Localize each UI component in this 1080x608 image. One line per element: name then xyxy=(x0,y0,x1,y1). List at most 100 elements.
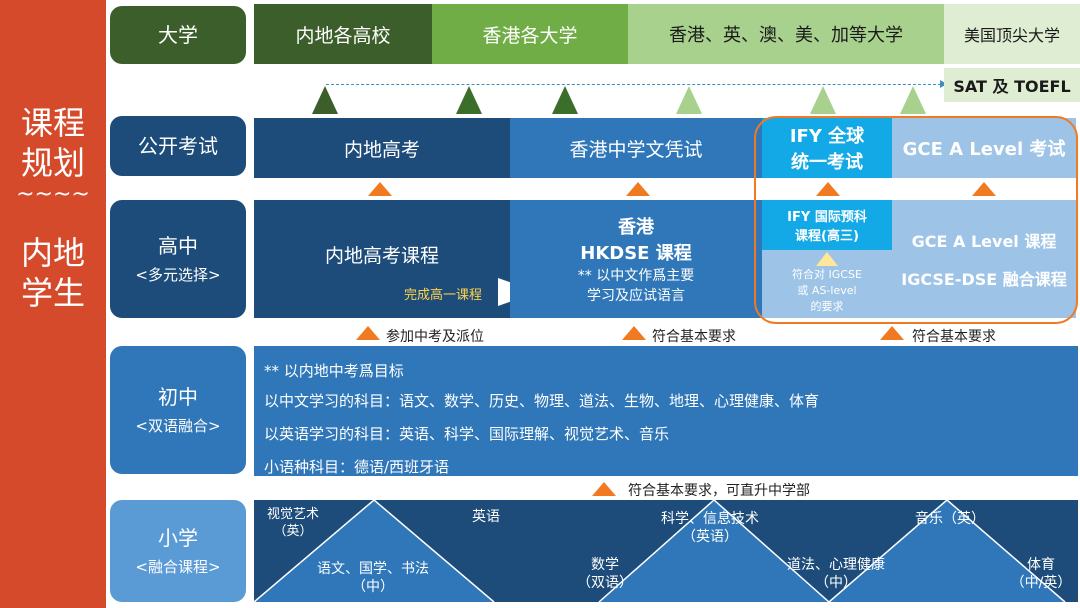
level-middle-sub: <双语融合> xyxy=(135,417,221,435)
primary-ethics-lang: （中） xyxy=(815,575,857,591)
middle-line-3: 以英语学习的科目：英语、科学、国际理解、视觉艺术、音乐 xyxy=(264,425,670,443)
triangle-up-icon xyxy=(626,182,650,196)
sidebar-title-line2: 规划 xyxy=(20,144,85,182)
primary-chinese-name: 语文、国学、书法 xyxy=(317,561,429,577)
triangle-up-icon xyxy=(592,482,616,496)
primary-subjects-diagram xyxy=(254,500,1078,602)
high-alevel-label: GCE A Level 课程 xyxy=(911,232,1057,251)
primary-pe: 体育 （中/英） xyxy=(1004,556,1078,592)
primary-math: 数学 （双语） xyxy=(575,556,635,592)
level-primary-label: 小学 xyxy=(158,526,198,550)
primary-top-triangle-4 xyxy=(947,500,1078,602)
dashed-connector xyxy=(326,84,946,85)
primary-english: 英语 xyxy=(472,509,500,525)
primary-triangle-edges xyxy=(254,500,1066,602)
primary-pe-lang: （中/英） xyxy=(1010,575,1072,591)
exam-ify-line2: 统一考试 xyxy=(791,152,863,173)
sidebar-title-line1: 课程 xyxy=(20,104,85,142)
primary-music: 音乐（英） xyxy=(915,511,985,527)
triangle-up-icon xyxy=(816,252,838,266)
primary-pe-name: 体育 xyxy=(1027,557,1055,573)
primary-bottom-triangle-3 xyxy=(829,500,1065,602)
level-middle-label: 初中 xyxy=(158,385,198,409)
exam-ify-line1: IFY 全球 xyxy=(789,126,865,147)
requirement-2: 符合基本要求 xyxy=(652,329,736,345)
requirement-1: 参加中考及派位 xyxy=(386,329,484,345)
primary-ethics-name: 道法、心理健康 xyxy=(787,557,885,573)
high-hk-line4: 学习及应试语言 xyxy=(587,288,685,304)
primary-bottom-triangle-2 xyxy=(599,500,829,602)
high-mainland-course: 内地高考课程 xyxy=(254,200,510,318)
middle-school-panel: ** 以内地中考爲目标 以中文学习的科目：语文、数学、历史、物理、道法、生物、地… xyxy=(254,346,1078,476)
triangle-up-icon xyxy=(676,86,702,114)
triangle-up-icon xyxy=(880,326,904,340)
high-ify-line1: IFY 国际预科 xyxy=(787,210,867,225)
primary-visual-arts-lang: （英） xyxy=(273,524,313,539)
level-exam-label: 公开考试 xyxy=(138,134,218,158)
primary-science-it-name: 科学、信息技术 xyxy=(661,511,759,527)
university-hongkong: 香港各大学 xyxy=(432,4,628,64)
high-ify-req2: 或 AS-level xyxy=(797,284,857,297)
high-hkdse-course: 香港 HKDSE 课程 ** 以中文作爲主要 学习及应试语言 xyxy=(510,200,762,318)
high-ify-req3: 的要求 xyxy=(810,300,844,313)
primary-science-it: 科学、信息技术 （英语） xyxy=(650,510,770,546)
sidebar-panel xyxy=(0,0,106,608)
middle-line-4: 小语种科目：德语/西班牙语 xyxy=(264,458,450,476)
primary-visual-arts: 视觉艺术 （英） xyxy=(258,506,328,540)
international-pathway-outline xyxy=(754,116,1078,324)
level-high: 高中 <多元选择> xyxy=(110,200,246,318)
university-mainland: 内地各高校 xyxy=(254,4,432,64)
exam-alevel: GCE A Level 考试 xyxy=(892,118,1076,178)
requirement-3: 符合基本要求 xyxy=(912,329,996,345)
exam-ify: IFY 全球 统一考试 xyxy=(762,118,892,178)
high-finish-label: 完成高一课程 xyxy=(404,288,483,303)
exam-mainland-gaokao: 内地高考 xyxy=(254,118,510,178)
triangle-up-icon xyxy=(972,182,996,196)
high-ify-req1: 符合对 IGCSE xyxy=(792,268,862,281)
level-high-sub: <多元选择> xyxy=(135,266,221,284)
primary-visual-arts-name: 视觉艺术 xyxy=(266,507,319,522)
primary-chinese-lang: （中） xyxy=(352,579,394,595)
triangle-up-icon xyxy=(552,86,578,114)
high-hk-line3: ** 以中文作爲主要 xyxy=(577,268,695,284)
triangle-up-icon xyxy=(816,182,840,196)
primary-top-triangle-2 xyxy=(374,500,714,602)
triangle-up-icon xyxy=(312,86,338,114)
primary-bottom-triangle-1 xyxy=(254,500,494,602)
level-university-label: 大学 xyxy=(158,23,198,47)
middle-line-1: ** 以内地中考爲目标 xyxy=(264,362,404,380)
sidebar-subtitle-line1: 内地 xyxy=(20,234,85,272)
primary-ethics: 道法、心理健康 （中） xyxy=(776,556,896,592)
primary-science-it-lang: （英语） xyxy=(682,529,738,545)
primary-top-triangle-3 xyxy=(714,500,947,602)
primary-math-name: 数学 xyxy=(591,557,619,573)
level-exam: 公开考试 xyxy=(110,116,246,176)
triangle-up-icon xyxy=(622,326,646,340)
level-high-label: 高中 xyxy=(158,234,198,258)
arrow-right-icon xyxy=(940,80,947,88)
level-primary: 小学 <融合课程> xyxy=(110,500,246,602)
sat-toefl-label: SAT 及 TOEFL xyxy=(944,68,1080,102)
primary-chinese: 语文、国学、书法 （中） xyxy=(300,560,446,596)
level-university: 大学 xyxy=(110,6,246,64)
triangle-up-icon xyxy=(356,326,380,340)
sidebar-subtitle-line2: 学生 xyxy=(20,274,85,312)
triangle-up-icon xyxy=(456,86,482,114)
exam-hkdse: 香港中学文凭试 xyxy=(510,118,762,178)
university-international: 香港、英、澳、美、加等大学 xyxy=(628,4,944,64)
triangle-up-icon xyxy=(900,86,926,114)
high-ify-course: IFY 国际预科 课程(高三) xyxy=(762,200,892,250)
high-alevel-course: GCE A Level 课程 IGCSE-DSE 融合课程 xyxy=(892,200,1076,318)
level-primary-sub: <融合课程> xyxy=(135,558,221,576)
high-hk-line2: HKDSE 课程 xyxy=(580,243,692,264)
sidebar-tilde: ~~~~ xyxy=(16,182,90,207)
high-ify-line2: 课程(高三) xyxy=(795,229,859,244)
primary-math-lang: （双语） xyxy=(577,575,633,591)
middle-line-2: 以中文学习的科目：语文、数学、历史、物理、道法、生物、地理、心理健康、体育 xyxy=(264,392,820,410)
level-middle: 初中 <双语融合> xyxy=(110,346,246,474)
university-us-top: 美国顶尖大学 xyxy=(944,4,1080,64)
triangle-up-icon xyxy=(810,86,836,114)
triangle-up-icon xyxy=(368,182,392,196)
high-hk-line1: 香港 xyxy=(618,217,654,238)
high-igcse-label: IGCSE-DSE 融合课程 xyxy=(901,270,1067,289)
